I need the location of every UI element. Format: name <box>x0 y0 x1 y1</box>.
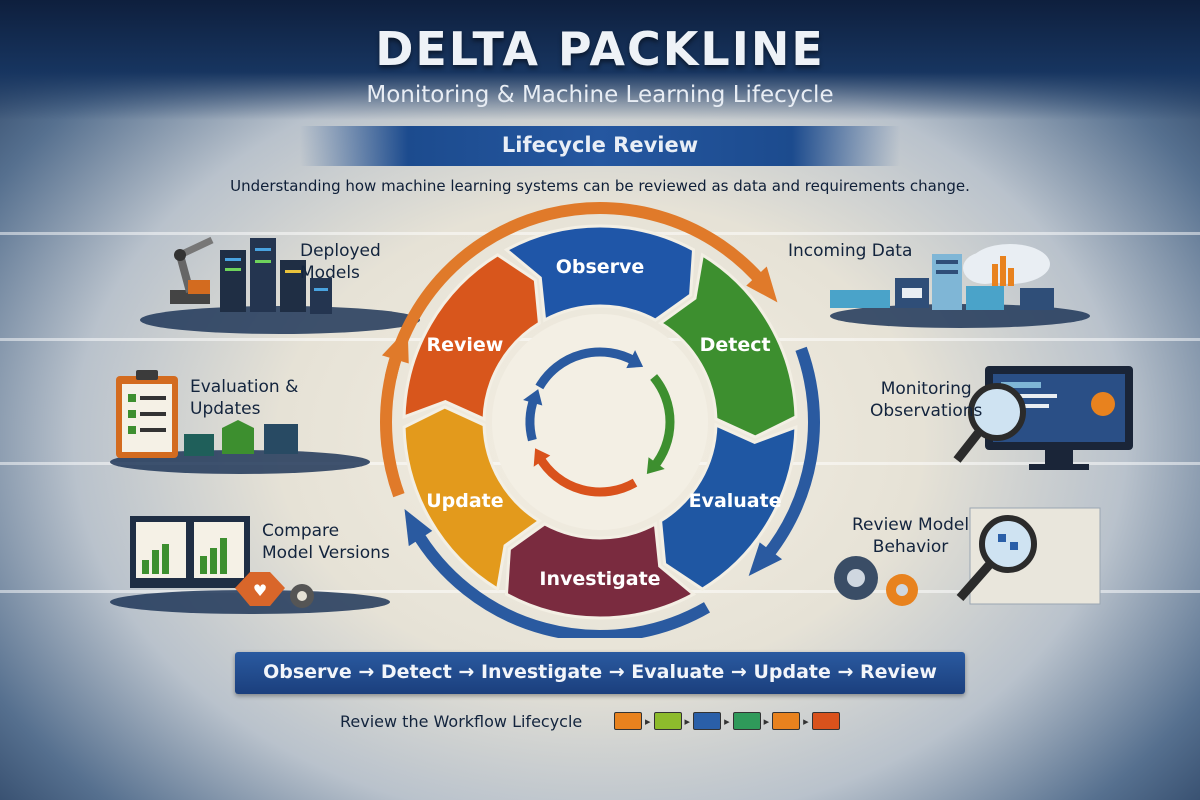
header-band <box>0 0 1200 120</box>
arrowhead-icon <box>748 542 783 576</box>
page-subtitle: Monitoring & Machine Learning Lifecycle <box>366 82 834 108</box>
workflow-swatch <box>653 712 682 730</box>
swatch-arrow-icon: ▸ <box>684 714 691 728</box>
cycle-label-investigate: Investigate <box>539 568 660 590</box>
arrowhead-icon <box>523 389 543 406</box>
update-blocks-icon <box>184 420 298 456</box>
workflow-swatch <box>693 712 722 730</box>
workflow-swatch <box>811 712 840 730</box>
workflow-swatch <box>732 712 761 730</box>
clipboard-checklist-icon <box>116 370 178 458</box>
outer-ring-arrows <box>380 202 820 638</box>
cycle-segment-observe <box>503 224 696 323</box>
outer-arc-arrow <box>759 346 820 564</box>
footer-label: Review the Workflow Lifecycle <box>340 712 583 731</box>
page-title: DELTA PACKLINE <box>375 22 825 76</box>
left-label-compare-versions: Compare Model Versions <box>262 520 390 564</box>
inner-arc-arrow <box>535 347 638 390</box>
outer-arc-arrow <box>384 202 769 379</box>
workflow-swatches: ▸ ▸ ▸ ▸ ▸ <box>614 710 840 732</box>
left-label-line: Evaluation & <box>190 377 299 397</box>
cycle-center <box>492 314 708 530</box>
compare-versions-illustration: ♥ <box>110 516 390 614</box>
left-label-line: Updates <box>190 399 261 419</box>
outer-arc-arrow <box>409 525 710 638</box>
magnifier-icon <box>956 515 1037 601</box>
cycle-label-observe: Observe <box>556 256 645 278</box>
gear-icon <box>290 584 314 608</box>
cycle-label-evaluate: Evaluate <box>689 490 782 512</box>
cycle-segment-update <box>402 405 543 592</box>
cloud-icon <box>963 244 1050 284</box>
arrowhead-icon <box>381 328 409 364</box>
svg-text:♥: ♥ <box>253 581 267 600</box>
review-behavior-illustration <box>834 507 1101 606</box>
robot-arm-icon <box>170 236 214 304</box>
arrowhead-icon <box>646 457 665 475</box>
magnifier-icon <box>953 383 1026 463</box>
monitor-icon <box>985 366 1133 470</box>
left-label-evaluation-updates: Evaluation & Updates <box>190 376 298 420</box>
cycle-segments <box>402 224 798 620</box>
data-pipeline-icon <box>830 254 1054 310</box>
cycle-segment-investigate <box>504 521 697 620</box>
cycle-label-review: Review <box>426 334 503 356</box>
workflow-swatch <box>614 712 642 730</box>
section-banner-label: Lifecycle Review <box>501 133 699 157</box>
right-label-line: Monitoring <box>880 379 972 399</box>
left-label-line: Compare <box>262 521 340 541</box>
cycle-segment-review <box>402 253 541 422</box>
heart-badge-icon: ♥ <box>235 572 285 606</box>
evaluation-updates-illustration <box>110 370 370 474</box>
workflow-summary-bar: Observe → Detect → Investigate → Evaluat… <box>235 652 965 694</box>
right-label-incoming-data: Incoming Data <box>788 240 912 262</box>
right-label-line: Incoming Data <box>788 241 913 261</box>
swatch-arrow-icon: ▸ <box>645 714 651 728</box>
arrowhead-icon <box>746 266 778 303</box>
right-label-line: Behavior <box>872 537 949 557</box>
inner-cycle-arrows <box>523 347 675 497</box>
right-label-monitoring-observations: Monitoring Observations <box>870 378 982 422</box>
comparison-charts-icon <box>130 516 250 588</box>
left-label-line: Deployed <box>300 241 381 261</box>
cycle-segment-evaluate <box>659 422 798 591</box>
workflow-swatch <box>772 712 801 730</box>
left-label-line: Models <box>300 263 360 283</box>
inner-arc-arrow <box>535 454 638 497</box>
swatch-arrow-icon: ▸ <box>803 714 809 728</box>
gears-icon <box>834 556 918 606</box>
cycle-segment-detect <box>657 252 798 439</box>
arrowhead-icon <box>533 448 551 467</box>
swatch-arrow-icon: ▸ <box>763 714 770 728</box>
monitoring-observations-illustration <box>953 366 1133 470</box>
swatch-arrow-icon: ▸ <box>724 714 730 728</box>
right-label-line: Observations <box>870 401 983 421</box>
right-label-review-behavior: Review Model Behavior <box>852 514 969 558</box>
cycle-label-detect: Detect <box>700 334 771 356</box>
server-rack-icon <box>220 238 332 314</box>
outer-arc-arrow <box>380 346 405 498</box>
deployed-models-illustration <box>140 236 420 334</box>
right-label-line: Review Model <box>852 515 970 535</box>
workflow-summary-text: Observe → Detect → Investigate → Evaluat… <box>263 661 937 683</box>
arrowhead-icon <box>404 509 433 547</box>
left-label-deployed-models: Deployed Models <box>300 240 381 284</box>
inner-arc-arrow <box>650 374 675 470</box>
description-text: Understanding how machine learning syste… <box>230 177 970 195</box>
incoming-data-illustration <box>830 244 1090 328</box>
inner-arc-arrow <box>525 396 539 442</box>
cycle-label-update: Update <box>426 490 503 512</box>
arrowhead-icon <box>626 350 644 369</box>
left-label-line: Model Versions <box>262 543 390 563</box>
section-banner: Lifecycle Review <box>300 126 900 166</box>
